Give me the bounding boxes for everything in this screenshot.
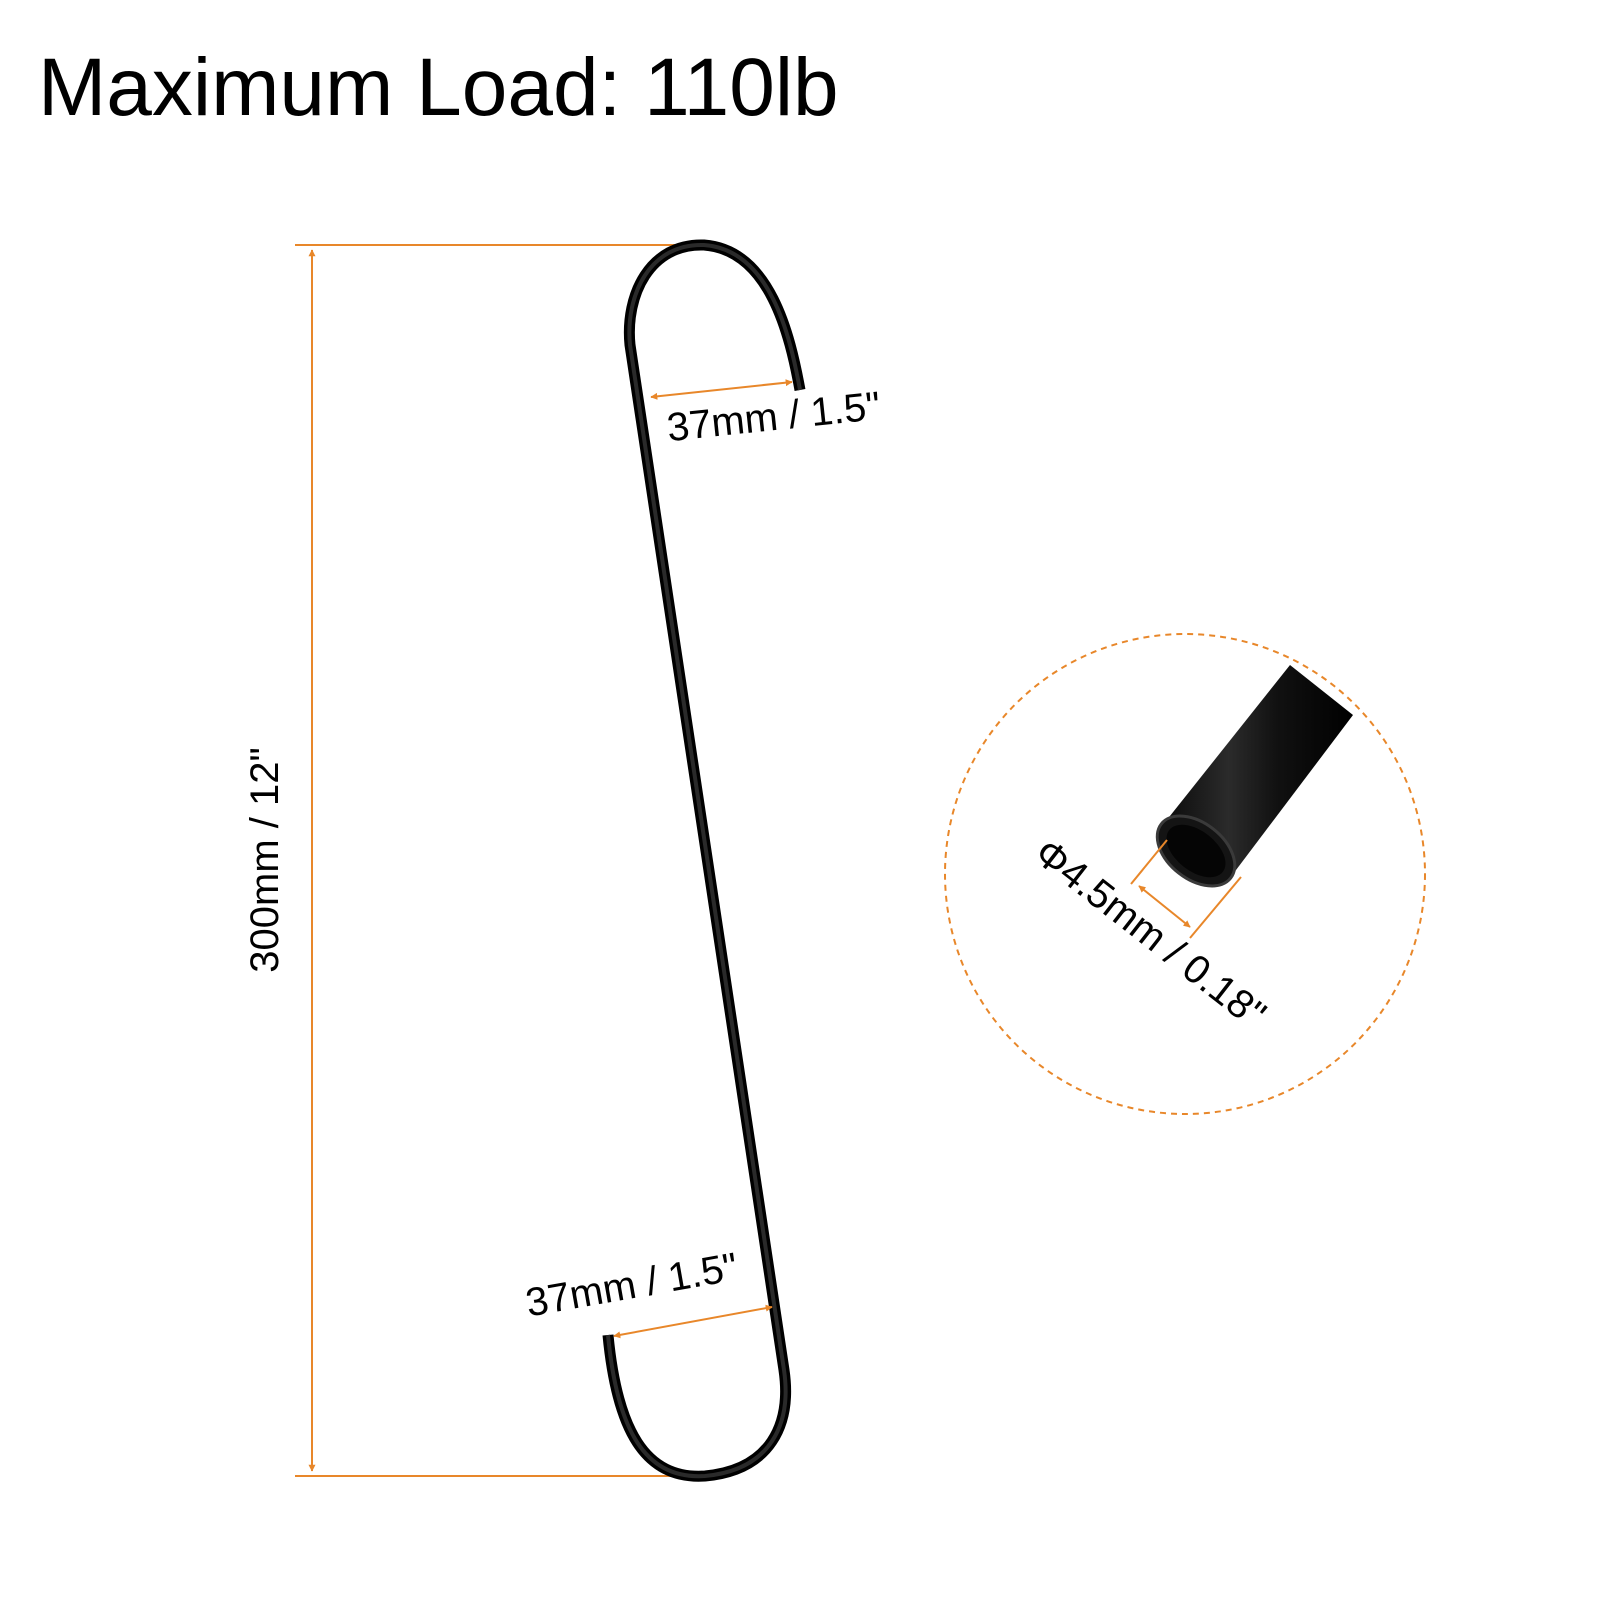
- s-hook: [602, 239, 806, 1482]
- length-dimension: 300mm / 12": [243, 244, 705, 1477]
- rod-closeup: [1155, 665, 1353, 888]
- wire-diameter-detail: Φ4.5mm / 0.18": [944, 633, 1426, 1115]
- diameter-extension-left: [1130, 839, 1168, 885]
- bottom-opening-label: 37mm / 1.5": [522, 1245, 741, 1326]
- bottom-opening-dimension: 37mm / 1.5": [522, 1245, 773, 1339]
- diameter-extension-right: [1189, 876, 1242, 939]
- detail-circle: [944, 633, 1426, 1115]
- top-opening-dimension: 37mm / 1.5": [650, 379, 883, 450]
- rod-end-face-inner: [1166, 824, 1226, 878]
- bottom-opening-dimension-line: [613, 1304, 773, 1339]
- max-load-title: Maximum Load: 110lb: [38, 42, 839, 133]
- diameter-dimension-line: [1138, 885, 1191, 928]
- top-opening-label: 37mm / 1.5": [665, 384, 883, 450]
- hook-body: [606, 242, 802, 1479]
- length-label: 300mm / 12": [243, 747, 287, 972]
- top-opening-dimension-line: [650, 379, 793, 400]
